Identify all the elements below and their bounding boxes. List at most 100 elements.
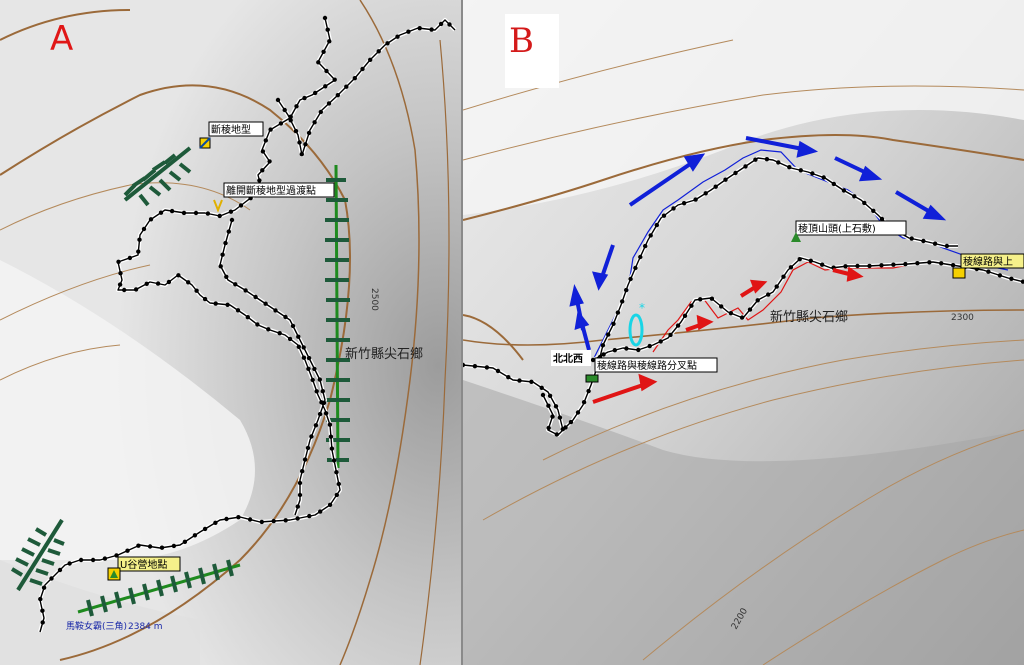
svg-text:*: * bbox=[639, 301, 645, 315]
track-point bbox=[658, 339, 663, 344]
track-point bbox=[309, 434, 314, 439]
track-point bbox=[325, 27, 330, 32]
track-point bbox=[41, 585, 47, 590]
track-point bbox=[228, 209, 234, 214]
track-point bbox=[192, 533, 198, 538]
track-point bbox=[306, 130, 312, 136]
track-point bbox=[229, 217, 235, 223]
track-point bbox=[950, 263, 956, 268]
track-point bbox=[612, 348, 617, 353]
track-point bbox=[40, 620, 45, 625]
track-point bbox=[336, 481, 341, 487]
gps-track-b[interactable] bbox=[463, 156, 1024, 437]
tree-marker-lower-left bbox=[10, 518, 65, 592]
waypoint-icon bbox=[213, 199, 223, 213]
track-point bbox=[633, 265, 638, 271]
track-point bbox=[575, 410, 581, 415]
track-point bbox=[713, 184, 718, 189]
track-point bbox=[547, 393, 553, 398]
track-point bbox=[843, 264, 848, 269]
track-point bbox=[282, 107, 287, 113]
track-point bbox=[297, 492, 303, 498]
track-point bbox=[903, 261, 908, 267]
track-point bbox=[798, 168, 803, 173]
track-point bbox=[186, 280, 191, 285]
waypoint-camp[interactable]: U谷營地點 bbox=[107, 556, 181, 581]
track-point bbox=[438, 21, 444, 27]
track-point bbox=[301, 345, 306, 350]
waypoint-gravel[interactable]: 斷稜地型 bbox=[199, 121, 264, 149]
track-point bbox=[290, 323, 296, 329]
contour-elev-b1: 2300 bbox=[951, 313, 974, 323]
track-point bbox=[921, 238, 926, 244]
tree-marker-upper-left bbox=[123, 146, 192, 207]
track-point bbox=[668, 332, 673, 338]
track-point bbox=[944, 243, 950, 249]
panel-a-letter: A bbox=[50, 19, 73, 59]
track-point bbox=[144, 281, 149, 286]
svg-text:U谷營地點: U谷營地點 bbox=[120, 558, 167, 571]
track-point bbox=[586, 388, 591, 394]
track-point bbox=[271, 518, 276, 524]
track-point bbox=[302, 95, 307, 101]
map-panel-b[interactable]: B bbox=[463, 0, 1024, 665]
track-point bbox=[296, 334, 301, 339]
track-point bbox=[297, 140, 302, 145]
track-point bbox=[463, 362, 466, 368]
track-point bbox=[302, 457, 308, 462]
waypoint-leave-ridge[interactable]: 離開斷稜地型過渡點 bbox=[213, 182, 335, 213]
waypoint-ridge-top[interactable]: 稜頂山頭(上石敷) bbox=[791, 220, 907, 242]
track-point bbox=[263, 301, 268, 306]
track-point bbox=[213, 301, 218, 306]
track-point bbox=[238, 203, 244, 208]
waypoint-junction[interactable]: 稜線路與稜線路分叉點 bbox=[585, 357, 718, 383]
peak-label: 馬鞍女霸(三角) 2384 m bbox=[66, 620, 163, 632]
track-point bbox=[57, 567, 63, 573]
track-point bbox=[327, 502, 333, 507]
track-point bbox=[590, 357, 596, 363]
track-point bbox=[323, 84, 328, 89]
track-point bbox=[305, 445, 311, 451]
track-point bbox=[176, 273, 181, 278]
map-panel-a[interactable]: A 斷稜地型 離開斷稜地型過渡點 新竹縣尖石鄉 2500 U谷營地點 bbox=[0, 0, 461, 665]
track-point bbox=[301, 355, 307, 360]
track-point bbox=[317, 411, 323, 417]
track-point bbox=[224, 516, 229, 522]
track-point bbox=[554, 432, 559, 437]
track-point bbox=[484, 365, 490, 370]
track-point bbox=[277, 331, 282, 336]
track-point bbox=[563, 425, 568, 430]
track-point bbox=[321, 49, 326, 54]
track-point bbox=[755, 298, 760, 303]
track-point bbox=[1009, 276, 1014, 281]
track-point bbox=[125, 548, 130, 553]
svg-text:斷稜地型: 斷稜地型 bbox=[211, 123, 251, 136]
track-point bbox=[406, 29, 411, 34]
track-point bbox=[891, 262, 896, 267]
track-point bbox=[682, 313, 688, 318]
track-point bbox=[322, 15, 328, 21]
track-point bbox=[141, 226, 147, 232]
track-point bbox=[774, 284, 779, 289]
cyan-mark: * bbox=[628, 301, 645, 347]
track-point bbox=[546, 425, 551, 431]
track-point bbox=[723, 177, 728, 182]
track-point bbox=[334, 492, 339, 498]
track-point bbox=[539, 385, 544, 390]
track-point bbox=[788, 265, 794, 270]
svg-text:稜頂山頭(上石敷): 稜頂山頭(上石敷) bbox=[798, 222, 876, 235]
track-point bbox=[255, 322, 260, 327]
track-point bbox=[313, 90, 318, 96]
track-point bbox=[40, 608, 45, 613]
track-point bbox=[312, 120, 317, 125]
track-point bbox=[313, 423, 319, 428]
svg-text:馬鞍女霸(三角): 馬鞍女霸(三角) bbox=[66, 620, 127, 632]
blue-direction-arrows bbox=[569, 136, 947, 351]
track-point bbox=[601, 352, 606, 357]
track-point bbox=[681, 201, 687, 206]
waypoint-right-edge[interactable]: 稜線路與上 bbox=[952, 253, 1024, 279]
track-point bbox=[506, 375, 511, 380]
track-point bbox=[295, 504, 300, 509]
track-point bbox=[324, 68, 329, 74]
track-point bbox=[147, 544, 153, 549]
